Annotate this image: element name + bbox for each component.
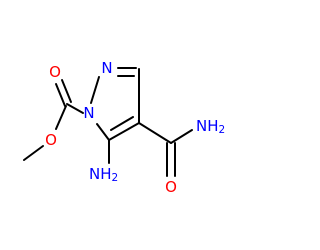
bond-c4-amide-c <box>138 122 172 144</box>
atom-ester-o-double: O <box>49 63 61 81</box>
bond-c4-c5 <box>108 122 140 141</box>
atom-amine: NH2 <box>89 165 118 184</box>
bonds <box>23 67 193 177</box>
bond-amide-c-n <box>170 129 193 144</box>
bond-n1-n2 <box>90 76 100 104</box>
chemical-structure-diagram: N N O O O NH2 NH2 <box>23 59 225 196</box>
atom-ester-o-single: O <box>45 131 57 149</box>
bond-ester-c-o-double-a <box>55 83 66 107</box>
atom-amine-subscript: 2 <box>112 172 119 184</box>
atom-amine-main: NH <box>89 165 112 183</box>
atom-ring-n2: N <box>101 59 112 77</box>
atom-ring-n1: N <box>83 104 94 122</box>
bond-c5-n1 <box>96 123 110 141</box>
atom-labels: N N O O O NH2 NH2 <box>45 59 225 196</box>
atom-amide-n: NH2 <box>196 117 225 136</box>
bond-n1-ester-c <box>66 103 84 114</box>
bond-ester-c-o-single <box>55 105 67 130</box>
atom-amide-n-main: NH <box>196 117 219 135</box>
bond-ester-c-o-double-b <box>61 79 72 103</box>
bond-c4-c5-double <box>110 116 134 131</box>
bond-o-methyl <box>23 145 44 161</box>
atom-amide-n-subscript: 2 <box>219 124 226 136</box>
atom-amide-o: O <box>165 178 177 196</box>
